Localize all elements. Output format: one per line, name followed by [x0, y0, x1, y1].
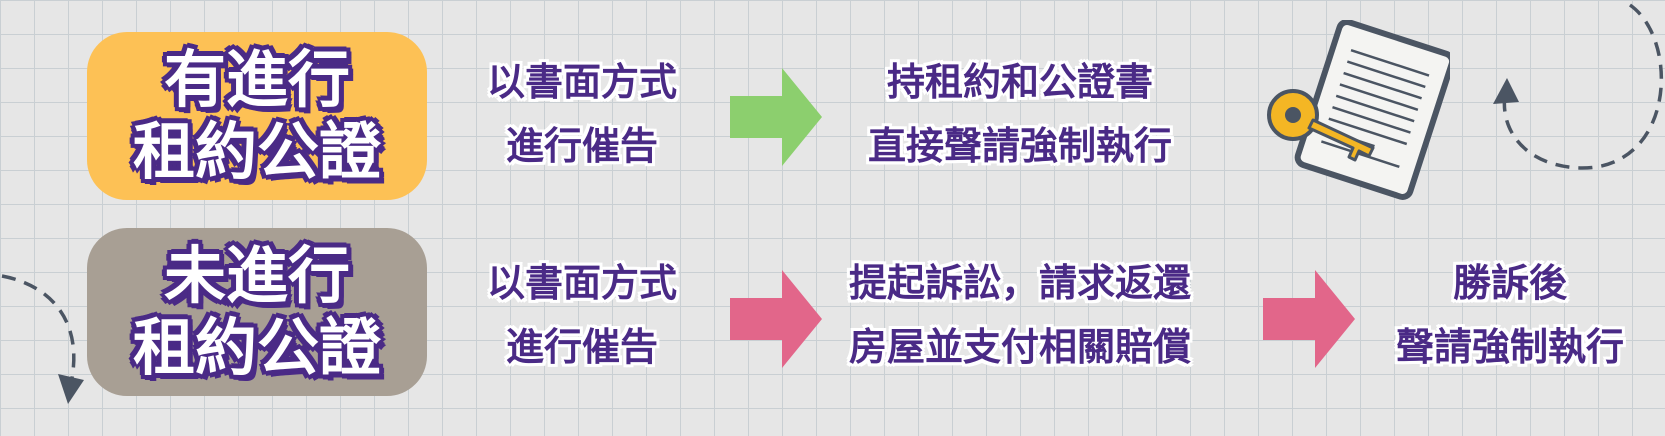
pink-arrow-icon: [1263, 270, 1355, 368]
document-key-icon: [1267, 20, 1450, 200]
row1-step2-line2: 直接聲請強制執行: [867, 124, 1172, 168]
row2-step1-line1: 以書面方式: [486, 261, 677, 305]
row1-step1-line1: 以書面方式: [486, 60, 677, 104]
row1-step1-line2: 進行催告: [505, 124, 658, 168]
dashed-curved-arrow-icon: [1, 274, 84, 404]
row1-step-written-notice: 以書面方式 進行催告: [462, 50, 702, 178]
dashed-curved-arrow-icon: [1493, 3, 1664, 170]
row2-step1-line2: 進行催告: [505, 325, 658, 369]
badge-not-notarized-line1: 未進行: [163, 239, 350, 312]
row2-step3-line1: 勝訴後: [1452, 261, 1567, 305]
badge-not-notarized: 未進行 租約公證: [87, 228, 427, 396]
row1-step-enforce: 持租約和公證書 直接聲請強制執行: [845, 50, 1195, 178]
badge-not-notarized-line2: 租約公證: [132, 311, 381, 384]
row2-step-lawsuit: 提起訴訟，請求返還 房屋並支付相關賠償: [840, 251, 1200, 379]
row2-step3-line2: 聲請強制執行: [1395, 325, 1624, 369]
row2-step-written-notice: 以書面方式 進行催告: [462, 251, 702, 379]
green-arrow-icon: [730, 68, 822, 166]
row1-step2-line1: 持租約和公證書: [886, 60, 1153, 104]
row2-step2-line2: 房屋並支付相關賠償: [848, 325, 1191, 369]
pink-arrow-icon: [730, 270, 822, 368]
row2-step-enforce: 勝訴後 聲請強制執行: [1380, 251, 1640, 379]
row2-step2-line1: 提起訴訟，請求返還: [848, 261, 1191, 305]
badge-notarized-line2: 租約公證: [132, 115, 381, 188]
badge-notarized-line1: 有進行: [163, 43, 350, 116]
badge-notarized: 有進行 租約公證: [87, 32, 427, 200]
